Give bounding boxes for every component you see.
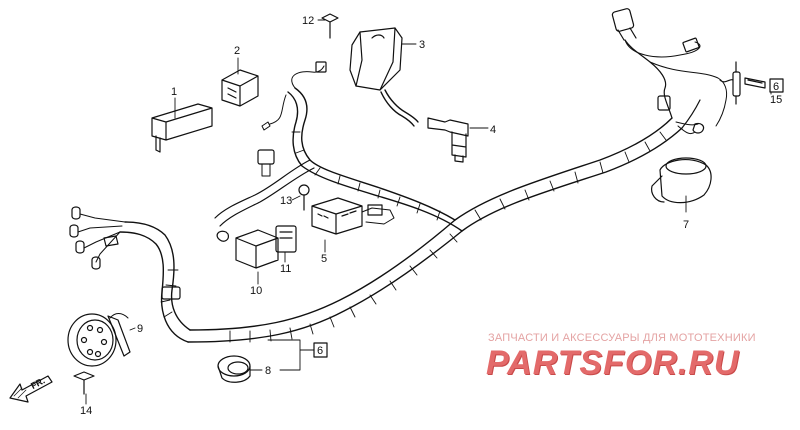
connector-bundle: [69, 206, 126, 270]
bolt-part-13: [298, 184, 310, 211]
unit-part-11: [275, 225, 297, 253]
callout-1: 1: [171, 86, 177, 98]
callout-5: 5: [321, 253, 327, 265]
leader-lines: [85, 19, 772, 405]
callout-14: 14: [80, 405, 92, 417]
callout-13: 13: [280, 195, 292, 207]
watermark-brand: PARTSFOR.RU: [486, 344, 740, 382]
bolt-part-12: [321, 13, 339, 39]
fuse-part-15: [719, 61, 766, 105]
handlebar-switch: [611, 8, 728, 134]
regulator-part-5: [311, 197, 395, 235]
front-direction-arrow: [9, 375, 53, 403]
relay-part-2: [221, 69, 259, 107]
callout-2: 2: [234, 45, 240, 57]
callout-15: 15: [770, 94, 782, 106]
horn-part-9: [67, 313, 131, 367]
main-harness: [119, 39, 701, 343]
callout-8: 8: [265, 365, 271, 377]
ignition-coil-part-3: [349, 27, 419, 127]
callout-9: 9: [137, 323, 143, 335]
coil-lead-wires: [261, 61, 327, 131]
boxed-callout-frame-6b: [769, 78, 784, 93]
grommet-part-8: [217, 355, 251, 383]
boot-part-7: [651, 157, 712, 204]
callout-12: 12: [302, 15, 314, 27]
spark-plug-cap-part-4: [427, 117, 469, 163]
boxed-callout-frame-6: [313, 342, 328, 358]
watermark-subtitle: ЗАПЧАСТИ И АКСЕССУАРЫ ДЛЯ МОТОТЕХНИКИ: [488, 332, 756, 344]
callout-7: 7: [683, 219, 689, 231]
sub-harness: [214, 149, 315, 227]
bolt-part-14: [73, 371, 95, 395]
callout-3: 3: [419, 39, 425, 51]
callout-10: 10: [250, 285, 262, 297]
callout-6b: 6: [773, 81, 779, 93]
relay-box-part-1: [151, 103, 213, 153]
callout-4: 4: [490, 124, 496, 136]
callout-11: 11: [280, 263, 291, 275]
callout-6: 6: [317, 345, 323, 357]
unit-part-10: [216, 229, 279, 269]
